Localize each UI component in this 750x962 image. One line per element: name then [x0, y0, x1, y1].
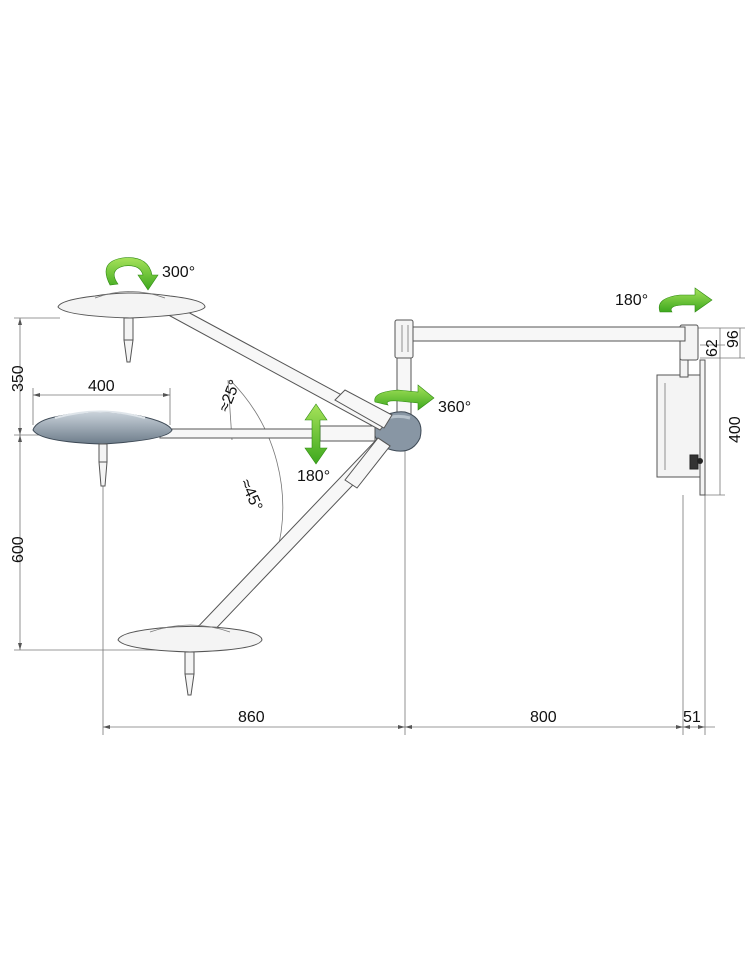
- top-horizontal-arm: [394, 319, 686, 419]
- dim-400-top: 400: [88, 378, 115, 395]
- rotation-arrow-300: [105, 257, 159, 291]
- rotation-arrow-180-wall: [658, 287, 713, 313]
- dim-51: 51: [683, 709, 701, 726]
- rotation-300-label: 300°: [162, 264, 195, 281]
- dim-800: 800: [530, 709, 557, 726]
- dim-96: 96: [725, 330, 742, 348]
- middle-horizontal-arm: [159, 425, 376, 442]
- rotation-180-wall-label: 180°: [615, 292, 648, 309]
- dim-350: 350: [10, 365, 27, 392]
- upper-diagonal-arm: [149, 296, 393, 431]
- middle-lamp-head: [32, 410, 173, 487]
- angle-25: ≈25°: [216, 378, 244, 415]
- dimension-ticks: [18, 318, 705, 729]
- dim-400-right: 400: [727, 416, 744, 443]
- rotation-arrow-360: [374, 384, 435, 411]
- dim-600: 600: [10, 536, 27, 563]
- dim-860: 860: [238, 709, 265, 726]
- rotation-360-label: 360°: [438, 399, 471, 416]
- dimension-lines: [14, 317, 745, 735]
- lower-diagonal-arm: [192, 437, 391, 641]
- angle-45: ≈45°: [236, 477, 265, 514]
- rotation-180-vertical-label: 180°: [297, 468, 330, 485]
- lower-lamp-head: [117, 624, 263, 696]
- dim-62: 62: [704, 339, 721, 357]
- rotation-arrow-180-vertical: [304, 403, 328, 465]
- wall-mount: [656, 324, 706, 496]
- upper-lamp-head: [57, 291, 206, 363]
